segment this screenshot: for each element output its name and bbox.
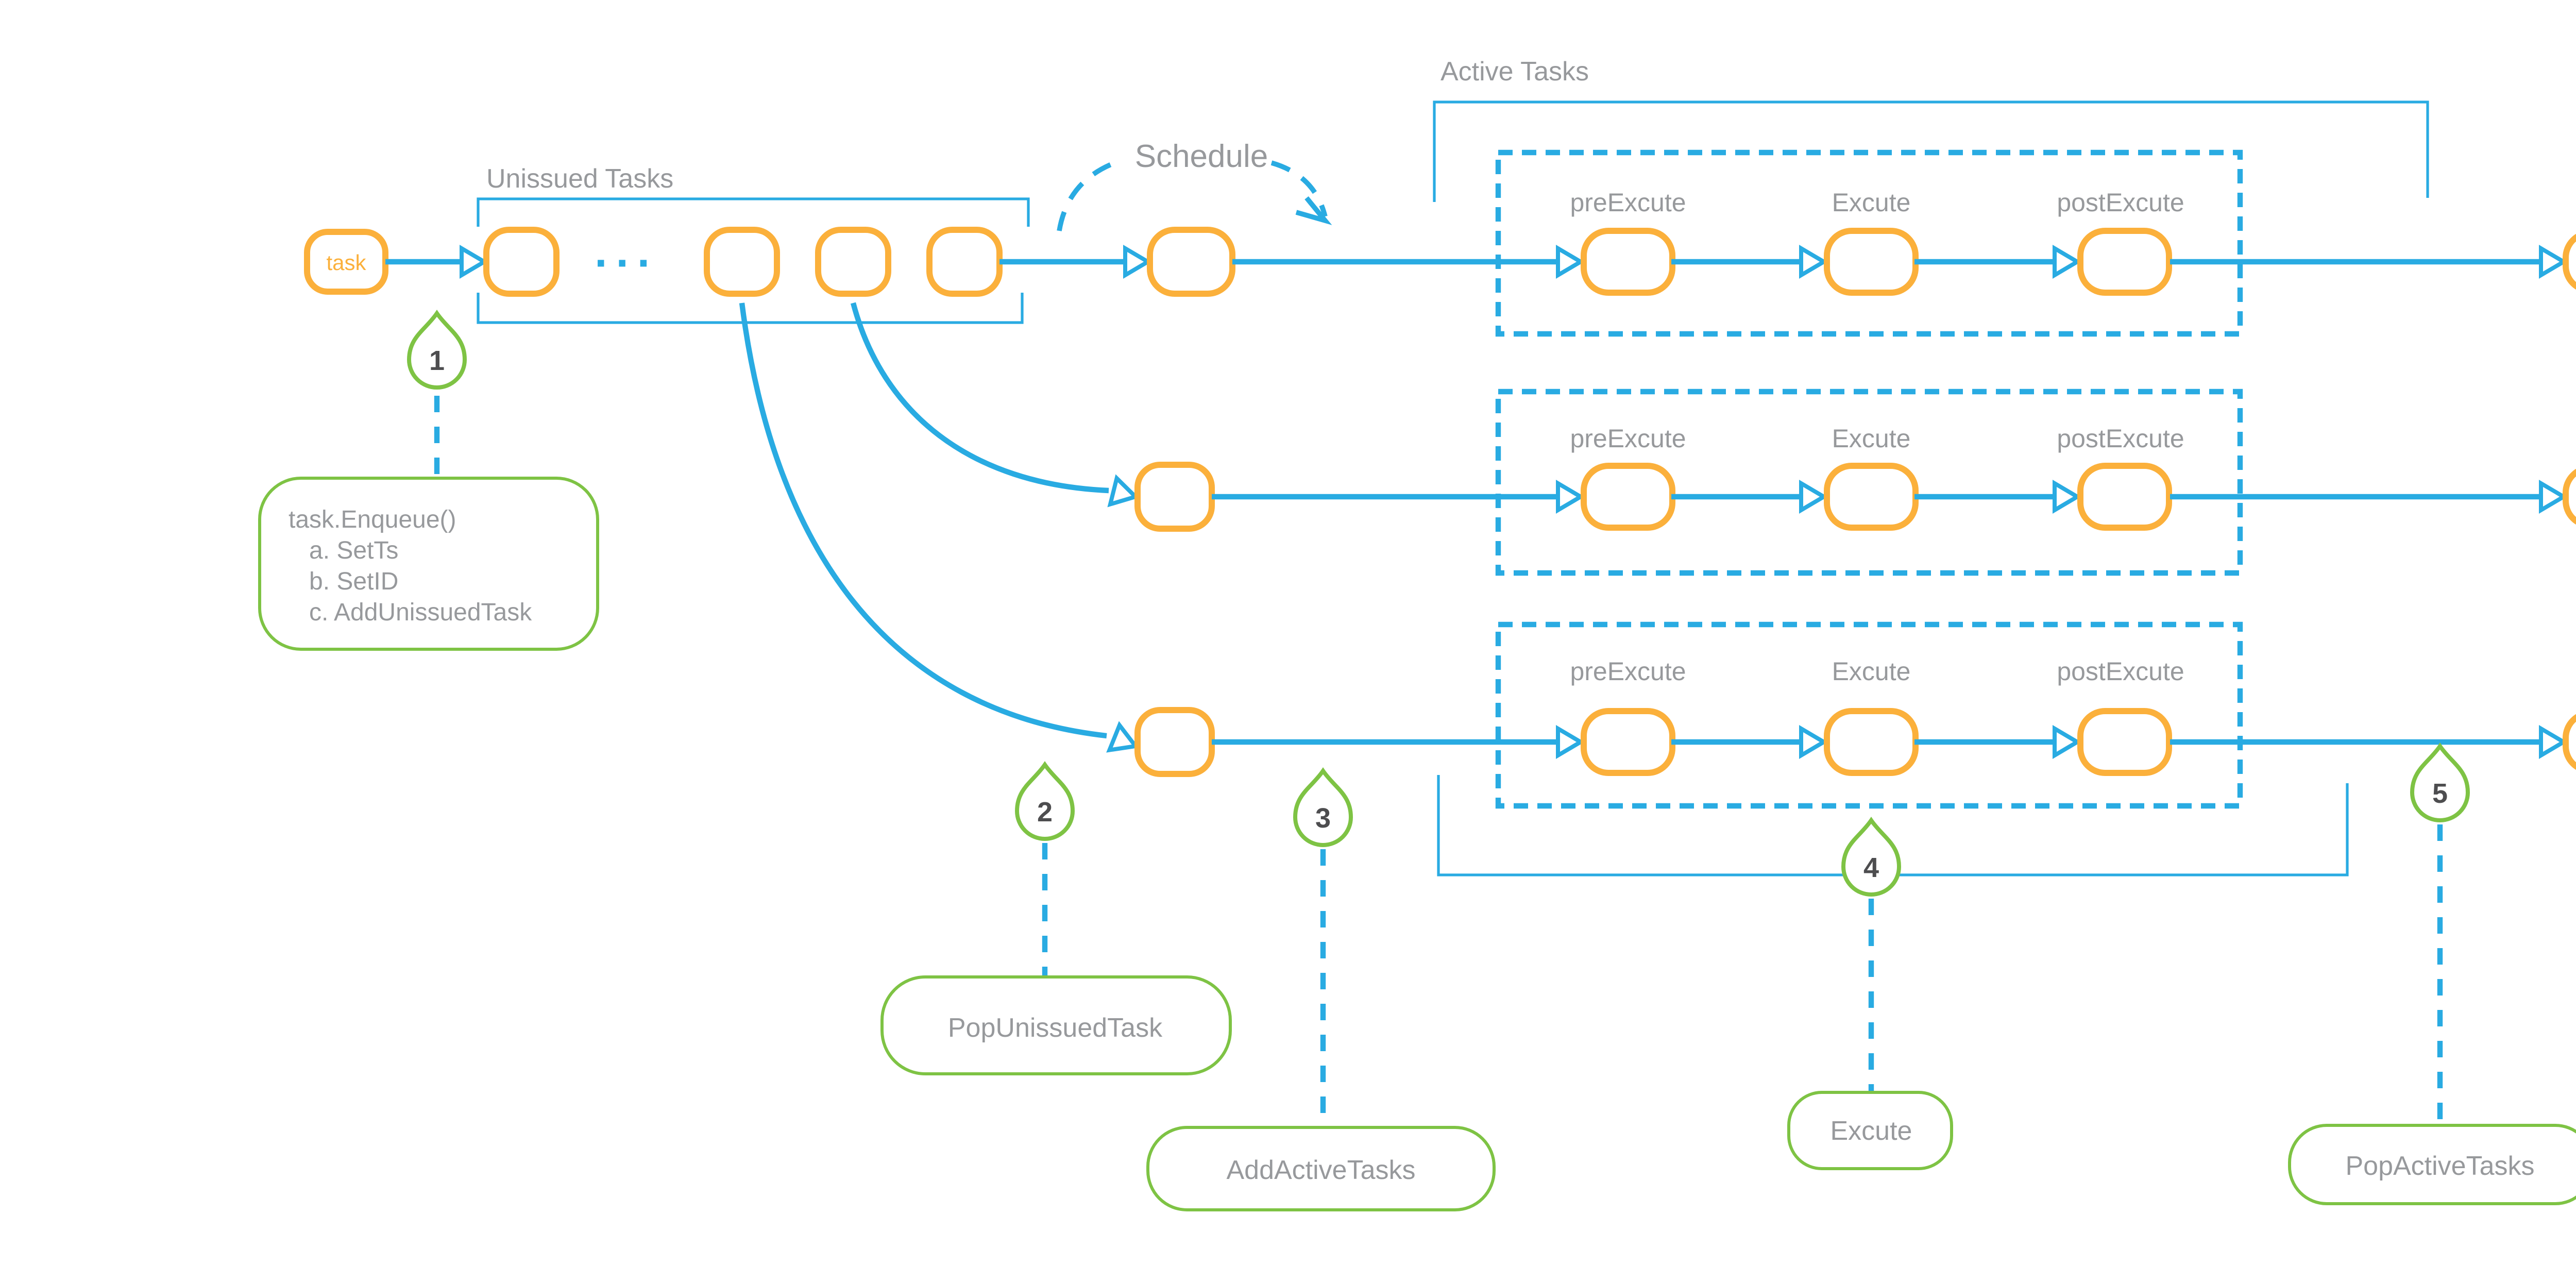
excute-node — [1824, 708, 1919, 776]
post-excute-node — [2077, 708, 2172, 776]
pre-excute-label: preExcute — [1570, 657, 1686, 686]
arrowhead-icon — [2539, 479, 2568, 514]
arrowhead-icon — [460, 244, 488, 279]
callout-label: Excute — [1831, 1116, 1912, 1146]
arrowhead-icon — [2053, 724, 2081, 760]
post-excute-label: postExcute — [2057, 188, 2184, 217]
excute-label: Excute — [1832, 188, 1911, 217]
schedule-arc-right — [1270, 160, 1328, 217]
active-tasks-label: Active Tasks — [1440, 57, 1589, 87]
excute-label: Excute — [1832, 657, 1911, 686]
arrowhead-icon — [1799, 724, 1828, 760]
pre-excute-node — [1581, 708, 1675, 776]
callout-line: c. AddUnissuedTask — [309, 599, 532, 626]
worker-entry-node — [1134, 462, 1215, 532]
marker-number: 2 — [1037, 797, 1053, 828]
queue-to-worker-curve — [850, 302, 1109, 494]
marker-number: 3 — [1315, 803, 1331, 834]
unissued-bottom-bracket — [477, 293, 1024, 324]
callout-pop-active-tasks — [2288, 1124, 2576, 1205]
callout-line: b. SetID — [309, 568, 398, 595]
teardrop-marker-icon — [406, 309, 467, 390]
teardrop-marker-icon — [1014, 761, 1075, 841]
arrowhead-icon — [1556, 244, 1585, 279]
arrowhead-icon — [1556, 479, 1585, 514]
worker-dashed-box — [1495, 621, 2243, 809]
post-excute-node — [2077, 228, 2172, 296]
arrowhead-icon — [1556, 724, 1585, 760]
queue-to-worker-curve — [739, 302, 1107, 739]
callout-pop-unissued-task — [880, 975, 1232, 1075]
marker-number: 1 — [429, 345, 445, 376]
worker-dashed-box — [1495, 149, 2243, 337]
result-node — [2563, 714, 2576, 770]
queue-node-1 — [483, 227, 560, 297]
schedule-arc-left — [1057, 160, 1116, 231]
queue-node-4 — [926, 227, 1003, 297]
queue-node-3 — [815, 227, 891, 297]
arrowhead-icon — [1106, 721, 1140, 753]
excute-node — [1824, 463, 1919, 531]
worker-row-2: preExcute Excute postExcute — [850, 302, 2576, 576]
marker-number: 4 — [1863, 852, 1879, 883]
step-marker-1-group: 1 task.Enqueue() a. SetTs b. SetID c. Ad… — [258, 309, 599, 651]
post-excute-label: postExcute — [2057, 657, 2184, 686]
pre-excute-label: preExcute — [1570, 188, 1686, 217]
arrowhead-icon — [1107, 474, 1140, 508]
worker-row-3: preExcute Excute postExcute — [739, 302, 2576, 809]
arrowhead-icon — [1799, 479, 1828, 514]
callout-label: AddActiveTasks — [1226, 1155, 1415, 1185]
pre-excute-label: preExcute — [1570, 424, 1686, 453]
callout-label: PopActiveTasks — [2345, 1151, 2534, 1181]
unissued-top-bracket — [477, 197, 1030, 227]
callout-line: a. SetTs — [309, 537, 398, 564]
schedule-node — [1147, 227, 1235, 297]
excute-label: Excute — [1832, 424, 1911, 453]
worker-row-1: preExcute Excute postExcute — [1232, 149, 2576, 337]
schedule-group: Schedule — [999, 139, 1332, 297]
arrowhead-icon — [2539, 724, 2568, 760]
marker-number: 5 — [2432, 778, 2448, 809]
unissued-tasks-group: Unissued Tasks task ··· — [304, 164, 1030, 324]
callout-label: PopUnissuedTask — [948, 1013, 1163, 1043]
schedule-arc-arrowhead-icon — [1295, 196, 1332, 225]
arrowhead-icon — [2053, 479, 2081, 514]
teardrop-marker-icon — [1841, 816, 1902, 897]
step-marker-2-group: 2 PopUnissuedTask — [880, 761, 1232, 1075]
callout-add-active-tasks — [1146, 1126, 1496, 1211]
active-tasks-top-bracket — [1433, 100, 2429, 202]
arrowhead-icon — [2539, 244, 2568, 279]
pre-excute-node — [1581, 228, 1675, 296]
result-node — [2563, 468, 2576, 525]
schedule-label: Schedule — [1135, 139, 1268, 174]
pre-excute-node — [1581, 463, 1675, 531]
worker-entry-node — [1134, 707, 1215, 777]
callout-line: task.Enqueue() — [289, 506, 456, 533]
post-excute-label: postExcute — [2057, 424, 2184, 453]
unissued-tasks-label: Unissued Tasks — [486, 164, 673, 194]
callout-excute — [1787, 1091, 1953, 1170]
arrowhead-icon — [1123, 244, 1152, 279]
step-marker-3-group: 3 AddActiveTasks — [1146, 767, 1496, 1211]
arrowhead-icon — [2053, 244, 2081, 279]
result-node — [2563, 233, 2576, 290]
queue-node-2 — [704, 227, 780, 297]
step-marker-5-group: 5 PopActiveTasks — [2288, 742, 2576, 1205]
excute-node — [1824, 228, 1919, 296]
worker-dashed-box — [1495, 389, 2243, 576]
task-node-label: task — [326, 250, 366, 275]
step-marker-4-group: 4 Excute — [1787, 816, 1953, 1170]
callout-task-enqueue — [258, 477, 599, 651]
teardrop-marker-icon — [2410, 742, 2470, 822]
queue-ellipsis: ··· — [595, 238, 658, 289]
arrowhead-icon — [1799, 244, 1828, 279]
teardrop-marker-icon — [1293, 767, 1353, 847]
post-excute-node — [2077, 463, 2172, 531]
